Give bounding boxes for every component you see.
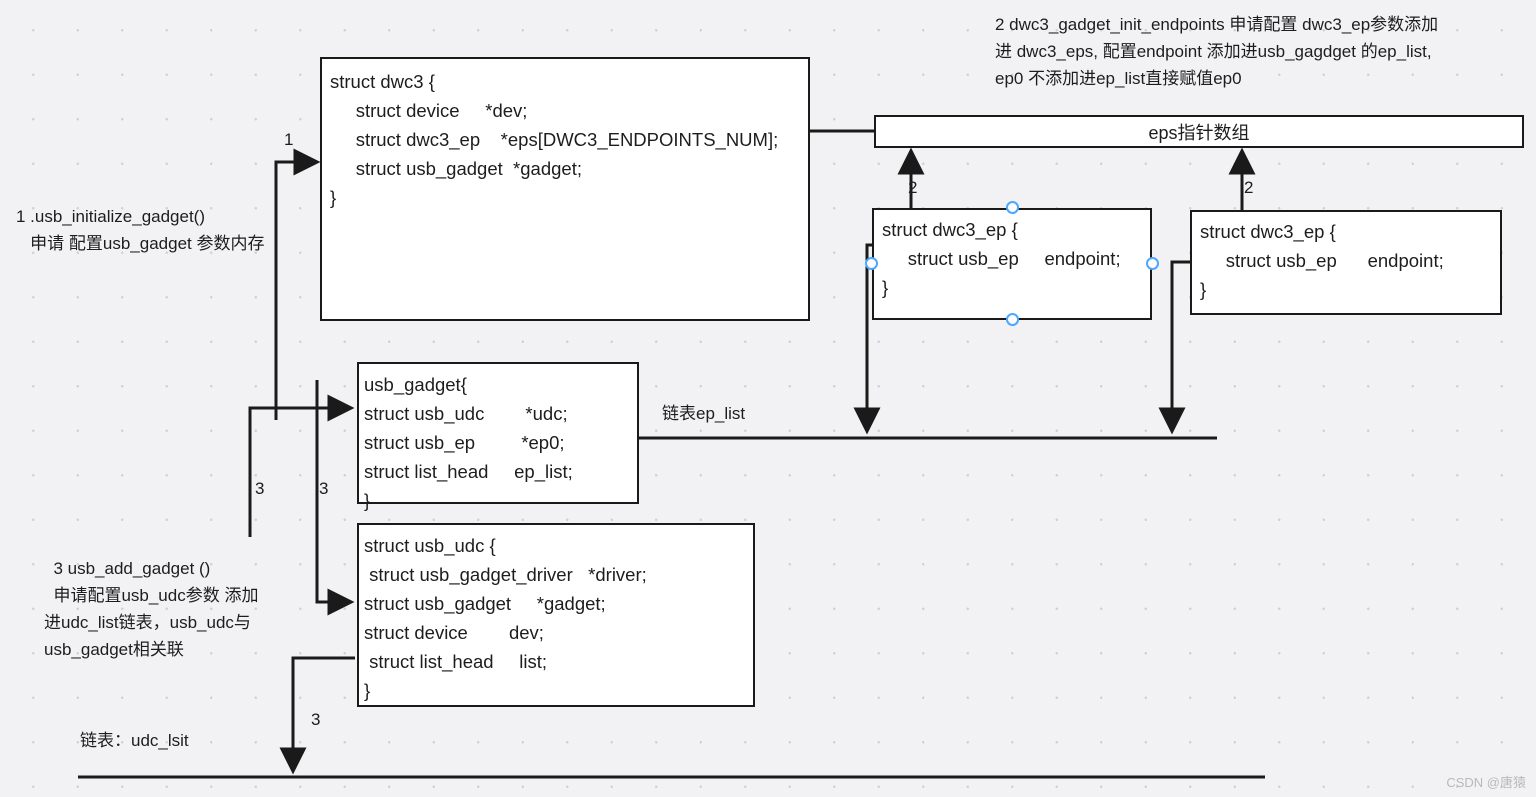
code-line: struct usb_ep endpoint; (882, 248, 1121, 269)
selection-handle-right[interactable] (1146, 257, 1159, 270)
code-line: struct usb_ep endpoint; (1200, 250, 1444, 271)
code-line: struct usb_gadget *gadget; (364, 593, 606, 614)
edge-label-2-left: 2 (908, 178, 918, 197)
selection-handle-left[interactable] (865, 257, 878, 270)
struct-dwc3-ep-right-lines: struct dwc3_ep { struct usb_ep endpoint;… (1192, 212, 1500, 304)
code-line: } (364, 680, 371, 701)
watermark: CSDN @唐猿 (1446, 775, 1526, 790)
eps-array-label: eps指针数组 (1148, 122, 1250, 143)
ep-list-label: 链表ep_list (662, 404, 746, 423)
code-line: struct usb_ep *ep0; (364, 432, 565, 453)
eps-pointer-array-box[interactable]: eps指针数组 (874, 115, 1524, 148)
selection-handle-bottom[interactable] (1006, 313, 1019, 326)
selection-handle-top[interactable] (1006, 201, 1019, 214)
usb-udc-box[interactable]: struct usb_udc { struct usb_gadget_drive… (357, 523, 755, 707)
edge-label-2-right: 2 (1244, 178, 1254, 197)
code-line: } (1200, 279, 1207, 300)
note-usb-add-gadget: 3 usb_add_gadget () 申请配置usb_udc参数 添加 进ud… (44, 559, 259, 659)
code-line: struct dwc3_ep *eps[DWC3_ENDPOINTS_NUM]; (330, 129, 779, 150)
code-line: struct dwc3_ep { (1200, 221, 1336, 242)
connector-ep-right-to-ep-list (1158, 260, 1190, 435)
code-line: struct dwc3 { (330, 71, 435, 92)
usb-gadget-box[interactable]: usb_gadget{ struct usb_udc *udc; struct … (357, 362, 639, 511)
connector-gadget-to-udc-inner (315, 380, 355, 616)
usb-udc-lines: struct usb_udc { struct usb_gadget_drive… (359, 525, 753, 705)
note-dwc3-gadget-init-endpoints: 2 dwc3_gadget_init_endpoints 申请配置 dwc3_e… (995, 15, 1439, 88)
connector-udc-to-gadget-outer (248, 394, 355, 537)
code-line: } (364, 490, 371, 511)
struct-dwc3-ep-right-box[interactable]: struct dwc3_ep { struct usb_ep endpoint;… (1190, 210, 1502, 315)
code-line: struct list_head list; (364, 651, 548, 672)
struct-dwc3-lines: struct dwc3 { struct device *dev; struct… (322, 59, 808, 212)
code-line: struct usb_gadget *gadget; (330, 158, 582, 179)
code-line: usb_gadget{ (364, 374, 467, 395)
code-line: } (330, 187, 337, 208)
edge-label-3-inner: 3 (319, 479, 329, 498)
code-line: struct usb_udc { (364, 535, 496, 556)
edge-label-3-bottom: 3 (311, 710, 321, 729)
struct-dwc3-ep-left-box[interactable]: struct dwc3_ep { struct usb_ep endpoint;… (872, 208, 1152, 320)
connector-initialize-gadget (274, 148, 321, 420)
usb-gadget-lines: usb_gadget{ struct usb_udc *udc; struct … (359, 364, 637, 515)
note-usb-initialize-gadget: 1 .usb_initialize_gadget() 申请 配置usb_gadg… (16, 207, 265, 253)
code-line: struct device dev; (364, 622, 544, 643)
code-line: } (882, 277, 889, 298)
code-line: struct usb_udc *udc; (364, 403, 568, 424)
code-line: struct usb_gadget_driver *driver; (364, 564, 647, 585)
struct-dwc3-ep-left-lines: struct dwc3_ep { struct usb_ep endpoint;… (874, 210, 1150, 302)
edge-label-1: 1 (284, 130, 294, 149)
code-line: struct dwc3_ep { (882, 219, 1018, 240)
struct-dwc3-box[interactable]: struct dwc3 { struct device *dev; struct… (320, 57, 810, 321)
connector-ep-left-to-ep-list (853, 243, 881, 435)
edge-label-3-outer: 3 (255, 479, 265, 498)
connector-udc-to-udc-list (279, 656, 355, 775)
udc-list-label: 链表：udc_lsit (80, 731, 189, 750)
code-line: struct list_head ep_list; (364, 461, 573, 482)
code-line: struct device *dev; (330, 100, 528, 121)
